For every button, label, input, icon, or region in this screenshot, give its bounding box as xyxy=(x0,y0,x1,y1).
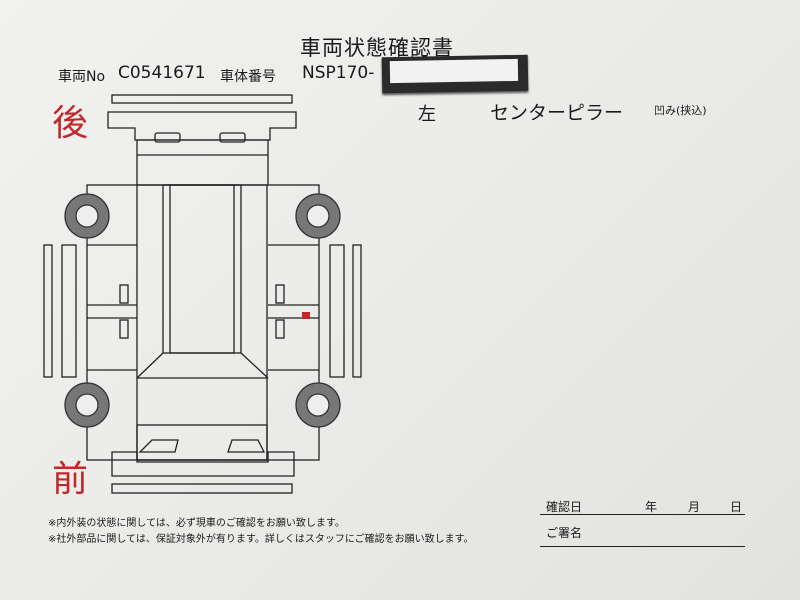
damage-condition: 凹み(挟込) xyxy=(654,104,707,117)
vehicle-no-label: 車両No xyxy=(58,69,106,85)
damage-side: 左 xyxy=(418,104,436,125)
trunk xyxy=(136,139,269,185)
note-2: ※社外部品に関しては、保証対象外が有ります。詳しくはスタッフにご確認をお願い致し… xyxy=(48,534,474,545)
roof-area xyxy=(136,184,268,461)
door-handle xyxy=(275,284,285,304)
vehicle-no-value: C0541671 xyxy=(118,63,206,83)
windshield xyxy=(136,352,269,379)
note-1: ※内外装の状態に関しては、必ず現車のご確認をお願い致します。 xyxy=(48,518,345,529)
side-molding-left xyxy=(61,244,77,378)
roof xyxy=(162,184,242,354)
signature-line xyxy=(540,546,745,547)
door-lines xyxy=(87,244,319,371)
door-handle xyxy=(119,319,129,339)
front-label: 前 xyxy=(52,459,89,500)
signature-label: ご署名 xyxy=(546,526,583,540)
rear-bumper xyxy=(107,111,297,141)
door-handle xyxy=(275,319,285,339)
chassis-label: 車体番号 xyxy=(220,69,276,85)
roof-inner xyxy=(169,184,235,354)
chassis-value: NSP170- xyxy=(302,63,375,83)
door-handle xyxy=(119,284,129,304)
side-molding-right-outer xyxy=(352,244,362,378)
front-bumper-lower xyxy=(111,483,293,494)
tail-lamp-right xyxy=(219,132,246,143)
rear-label: 後 xyxy=(52,103,89,144)
hood xyxy=(136,424,268,461)
side-molding-right xyxy=(329,244,345,378)
rear-bumper-outline xyxy=(111,94,293,104)
date-line xyxy=(540,514,745,515)
front-bumper xyxy=(111,451,295,477)
wheels xyxy=(64,193,341,428)
month-label: 月 xyxy=(688,500,701,514)
headlamps xyxy=(138,439,266,453)
side-molding-left-outer xyxy=(43,244,53,378)
tail-lamp-left xyxy=(154,132,181,143)
date-label: 確認日 xyxy=(546,500,583,514)
year-label: 年 xyxy=(645,500,658,514)
damage-mark xyxy=(302,312,310,319)
day-label: 日 xyxy=(730,500,743,514)
damage-part: センターピラー xyxy=(490,102,624,124)
